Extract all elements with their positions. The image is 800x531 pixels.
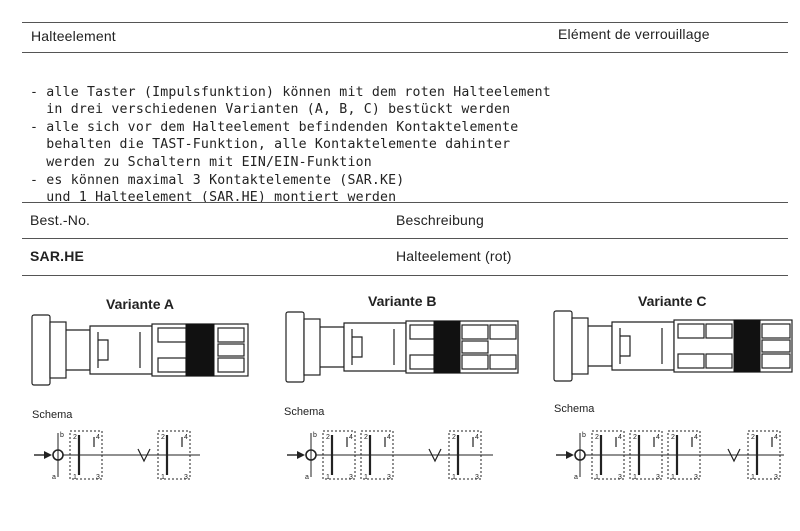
terminal-label: 3 [618,474,622,481]
terminal-label: 2 [633,434,637,441]
terminal-label: 1 [751,474,755,481]
terminal-label: 2 [364,434,368,441]
terminal-label: 1 [326,474,330,481]
switching-notch-icon [428,448,442,463]
terminal-label: 2 [326,434,330,441]
variant-a-schema: b a 2 1 4 3 2 1 4 3 [34,430,200,481]
terminal-label: 3 [349,474,353,481]
top-rule [22,22,788,23]
terminal-label: 1 [452,474,456,481]
variant-c-schema-label: Schema [554,403,595,415]
terminal-label: b [582,432,586,439]
contact-frame [157,430,191,480]
terminal-label: 4 [618,434,622,441]
terminal-label: 2 [161,434,165,441]
terminal-label: 3 [475,474,479,481]
variant-a-schema-label: Schema [32,409,73,421]
description-line: - alle sich vor dem Halteelement befinde… [30,119,519,135]
description-line: - es können maximal 3 Kontaktelemente (S… [30,172,405,188]
description-line: in drei verschiedenen Varianten (A, B, C… [30,102,511,118]
terminal-label: 3 [774,474,778,481]
table-mid-rule [22,238,788,239]
section-title-fr: Elément de verrouillage [558,26,710,42]
terminal-label: 3 [694,474,698,481]
terminal-label: 1 [73,474,77,481]
switching-notch-icon [727,448,741,463]
table-top-rule [22,202,788,203]
terminal-label: 4 [694,434,698,441]
actuator-arrow-icon [566,451,574,459]
switching-notch-icon [137,448,151,463]
variant-a-drawing [31,314,249,386]
schema-symbols: b a 2 1 4 3 2 1 4 3 2 1 4 3 2 1 4 3 [556,430,784,481]
schema-symbols: b a 2 1 4 3 2 1 4 3 [34,430,200,481]
variant-a-assembly [31,314,249,386]
terminal-label: 4 [475,434,479,441]
variant-b-assembly [285,311,519,383]
terminal-label: a [305,474,309,481]
terminal-label: 1 [671,474,675,481]
variant-b-drawing [285,311,519,383]
terminal-label: a [52,474,56,481]
terminal-label: a [574,474,578,481]
table-bottom-rule [22,275,788,276]
description-cell: Halteelement (rot) [396,248,512,264]
terminal-label: 1 [633,474,637,481]
terminal-label: 3 [96,474,100,481]
variant-c-assembly [553,310,793,382]
contact-frame [747,430,781,480]
header-rule [22,52,788,53]
terminal-label: 4 [184,434,188,441]
description-line: und 1 Halteelement (SAR.HE) montiert wer… [30,190,397,206]
variant-c-drawing [553,310,793,382]
description-line: werden zu Schaltern mit EIN/EIN-Funktion [30,154,372,170]
variant-b-schema-label: Schema [284,406,325,418]
terminal-label: 4 [387,434,391,441]
contact-frame [591,430,625,480]
terminal-label: 1 [364,474,368,481]
description-line: behalten die TAST-Funktion, alle Kontakt… [30,137,511,153]
terminal-label: 3 [387,474,391,481]
terminal-label: 4 [656,434,660,441]
description-block: - alle Taster (Impulsfunktion) können mi… [30,66,551,207]
terminal-label: 2 [73,434,77,441]
contact-frame [322,430,356,480]
section-title-de: Halteelement [31,28,116,44]
variant-a-title: Variante A [106,296,174,312]
actuator-arrow-icon [297,451,305,459]
schema-symbols: b a 2 1 4 3 2 1 4 3 2 1 4 3 [287,430,493,481]
order-no-cell: SAR.HE [30,248,85,264]
description-line: - alle Taster (Impulsfunktion) können mi… [30,84,551,100]
terminal-label: 1 [161,474,165,481]
contact-frame [69,430,103,480]
terminal-label: b [313,432,317,439]
variant-b-schema: b a 2 1 4 3 2 1 4 3 2 1 4 3 [287,430,493,481]
col-header-description: Beschreibung [396,212,485,228]
variant-b-title: Variante B [368,293,437,309]
terminal-label: b [60,432,64,439]
variant-c-schema: b a 2 1 4 3 2 1 4 3 2 1 4 3 2 1 4 3 [556,430,784,481]
terminal-label: 2 [595,434,599,441]
col-header-order-no: Best.-No. [30,212,91,228]
contact-frame [667,430,701,480]
terminal-label: 3 [184,474,188,481]
terminal-label: 4 [774,434,778,441]
terminal-label: 3 [656,474,660,481]
terminal-label: 2 [671,434,675,441]
terminal-label: 4 [349,434,353,441]
actuator-arrow-icon [44,451,52,459]
terminal-label: 4 [96,434,100,441]
contact-frame [448,430,482,480]
terminal-label: 2 [452,434,456,441]
terminal-label: 2 [751,434,755,441]
contact-frame [360,430,394,480]
terminal-label: 1 [595,474,599,481]
contact-frame [629,430,663,480]
variant-c-title: Variante C [638,293,707,309]
